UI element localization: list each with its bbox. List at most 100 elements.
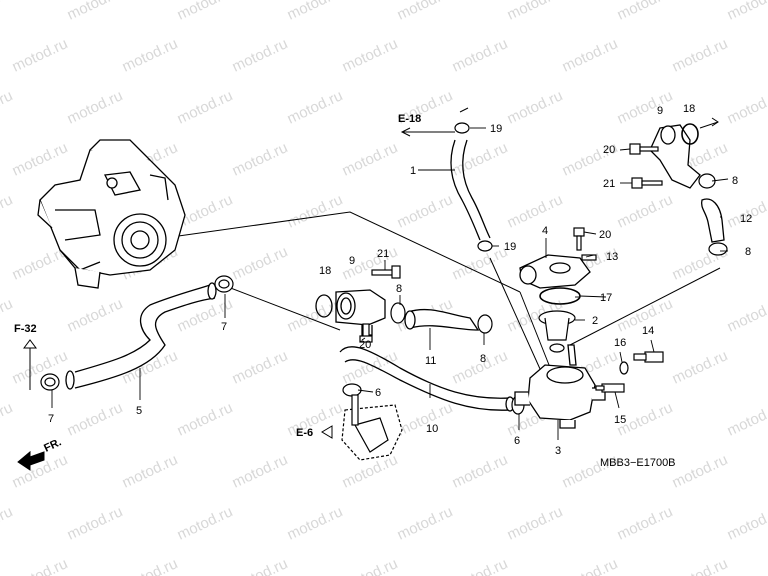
watermark-text: motod.ru (230, 139, 291, 179)
watermark-text: motod.ru (725, 503, 768, 543)
watermark-text: motod.ru (10, 347, 71, 387)
clamp-19-bottom (477, 240, 493, 252)
callout-c15: 15 (614, 414, 626, 426)
watermark-text: motod.ru (10, 555, 71, 576)
watermark-text: motod.ru (450, 555, 511, 576)
hose-11 (404, 308, 480, 331)
callout-c18a: 18 (319, 265, 331, 277)
arrow-e18 (400, 107, 469, 137)
watermark-text: motod.ru (285, 191, 346, 231)
sensor-15 (595, 383, 625, 393)
watermark-text: motod.ru (505, 191, 566, 231)
callout-c10: 10 (426, 423, 438, 435)
callout-c7b: 7 (221, 321, 227, 333)
arrow-e6 (321, 425, 333, 439)
watermark-text: motod.ru (230, 347, 291, 387)
ref-e18-label: E-18 (398, 113, 421, 125)
callout-c18b: 18 (683, 103, 695, 115)
callout-c21b: 21 (603, 178, 615, 190)
watermark-text: motod.ru (0, 191, 15, 231)
watermark-text: motod.ru (505, 87, 566, 127)
clamp-19-top (454, 122, 470, 134)
watermark-text: motod.ru (120, 347, 181, 387)
callout-c4: 4 (542, 225, 548, 237)
clamp-7-upper (214, 275, 234, 293)
watermark-text: motod.ru (450, 451, 511, 491)
watermark-text: motod.ru (65, 399, 126, 439)
watermark-text: motod.ru (395, 503, 456, 543)
callout-c2: 2 (592, 315, 598, 327)
watermark-text: motod.ru (0, 0, 15, 24)
watermark-text: motod.ru (450, 35, 511, 75)
watermark-text: motod.ru (65, 87, 126, 127)
watermark-text: motod.ru (505, 503, 566, 543)
watermark-text: motod.ru (175, 503, 236, 543)
callout-c20a: 20 (599, 229, 611, 241)
callout-c8d: 8 (745, 246, 751, 258)
watermark-text: motod.ru (615, 87, 676, 127)
watermark-text: motod.ru (395, 399, 456, 439)
thermostat-housing-3 (514, 344, 606, 429)
watermark-text: motod.ru (670, 451, 731, 491)
callout-c9b: 9 (657, 105, 663, 117)
bolt-21-right (631, 177, 663, 189)
water-pump-cover (341, 394, 403, 461)
watermark-text: motod.ru (230, 243, 291, 283)
watermark-text: motod.ru (560, 35, 621, 75)
watermark-text: motod.ru (175, 399, 236, 439)
watermark-text: motod.ru (670, 555, 731, 576)
watermark-text: motod.ru (10, 139, 71, 179)
watermark-text: motod.ru (230, 555, 291, 576)
callout-labels: 1234566778888991011121314151617181819192… (48, 103, 752, 457)
clamp-7-lower (40, 373, 60, 391)
callout-c8b: 8 (480, 353, 486, 365)
watermark-text: motod.ru (725, 0, 768, 24)
callout-c11: 11 (425, 355, 436, 367)
callout-c3: 3 (555, 445, 561, 457)
bolt-21-left (371, 265, 401, 279)
clamp-8-mid (477, 314, 493, 334)
callout-c19b: 19 (504, 241, 516, 253)
callout-c20b: 20 (603, 144, 615, 156)
part-code-label: MBB3−E1700B (600, 457, 676, 469)
watermark-text: motod.ru (615, 503, 676, 543)
watermark-text: motod.ru (65, 0, 126, 24)
arrow-f32 (23, 339, 37, 390)
watermark-text: motod.ru (340, 35, 401, 75)
upper-right-arrow (699, 117, 719, 129)
clamp-8-lower-right (708, 242, 728, 256)
watermark-text: motod.ru (230, 35, 291, 75)
assembly-outline (149, 211, 721, 381)
callout-c17: 17 (600, 292, 612, 304)
o-ring-18-left (315, 294, 333, 318)
bolt-20-left (359, 323, 373, 343)
watermark-text: motod.ru (395, 191, 456, 231)
washer-16 (619, 361, 629, 375)
callout-c1: 1 (410, 165, 416, 177)
callout-c7a: 7 (48, 413, 54, 425)
watermark-text: motod.ru (65, 295, 126, 335)
sensor-14 (633, 351, 664, 363)
watermark-text: motod.ru (120, 35, 181, 75)
watermark-text: motod.ru (285, 399, 346, 439)
ref-e6-label: E-6 (296, 427, 313, 439)
watermark-text: motod.ru (670, 35, 731, 75)
watermark-text: motod.ru (0, 503, 15, 543)
engine-block (37, 139, 186, 289)
watermark-text: motod.ru (285, 503, 346, 543)
bolt-13 (581, 254, 597, 261)
watermark-text: motod.ru (10, 35, 71, 75)
watermark-text: motod.ru (670, 347, 731, 387)
watermark-text: motod.ru (615, 0, 676, 24)
leader-lines (51, 127, 729, 440)
watermark-text: motod.ru (175, 0, 236, 24)
watermark-text: motod.ru (285, 87, 346, 127)
callout-c19a: 19 (490, 123, 502, 135)
watermark-text: motod.ru (725, 295, 768, 335)
watermark-text: motod.ru (120, 555, 181, 576)
watermark-text: motod.ru (340, 139, 401, 179)
watermark-text: motod.ru (560, 555, 621, 576)
